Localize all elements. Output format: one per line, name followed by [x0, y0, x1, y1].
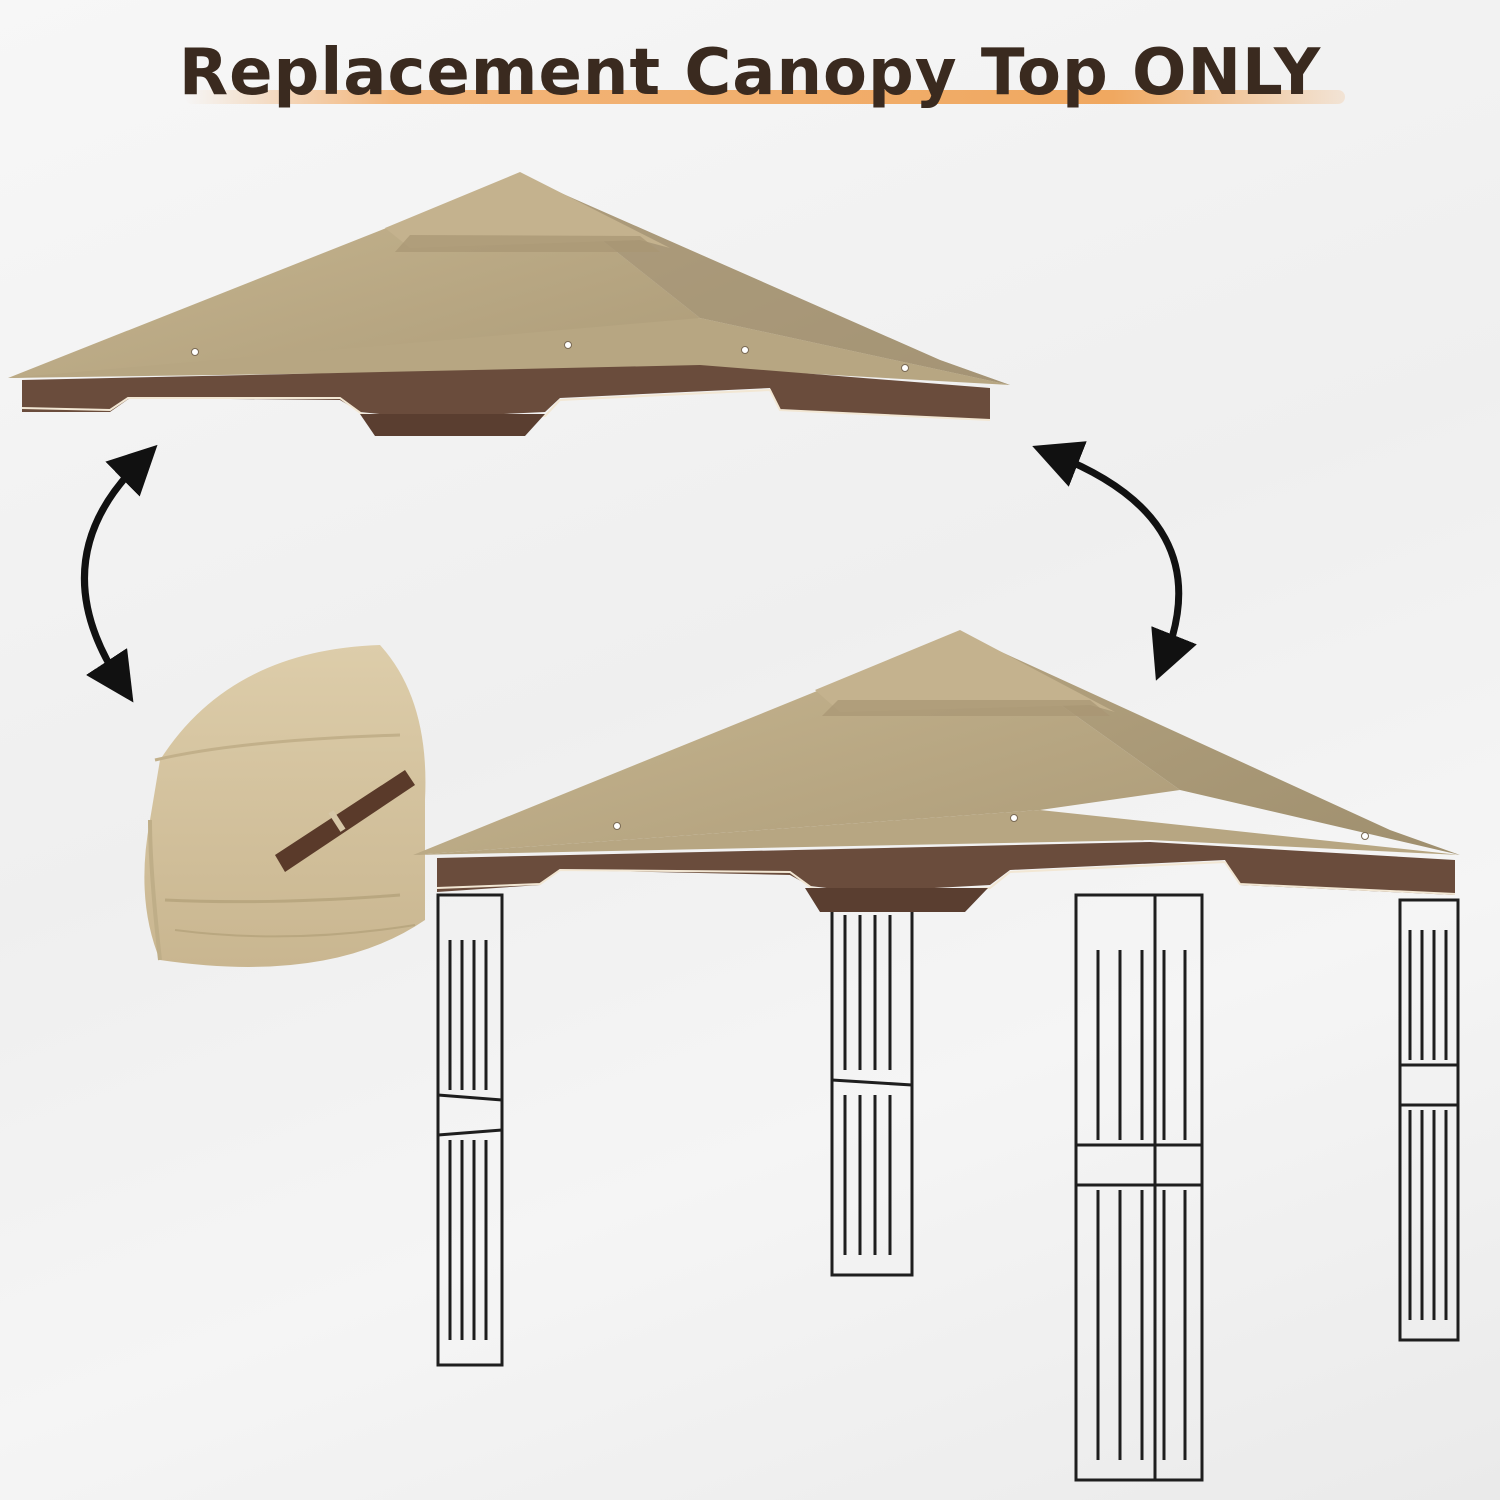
gazebo-with-canopy: [413, 630, 1460, 1482]
double-arrow-left: [81, 444, 158, 703]
gazebo-frame: [436, 878, 1460, 1482]
double-arrow-right: [1032, 441, 1197, 681]
folded-canopy: [144, 645, 426, 967]
page-title: Replacement Canopy Top ONLY: [178, 36, 1322, 110]
title-banner: Replacement Canopy Top ONLY: [0, 28, 1500, 118]
canopy-top: [8, 172, 1010, 436]
title-highlight: [185, 90, 1345, 104]
